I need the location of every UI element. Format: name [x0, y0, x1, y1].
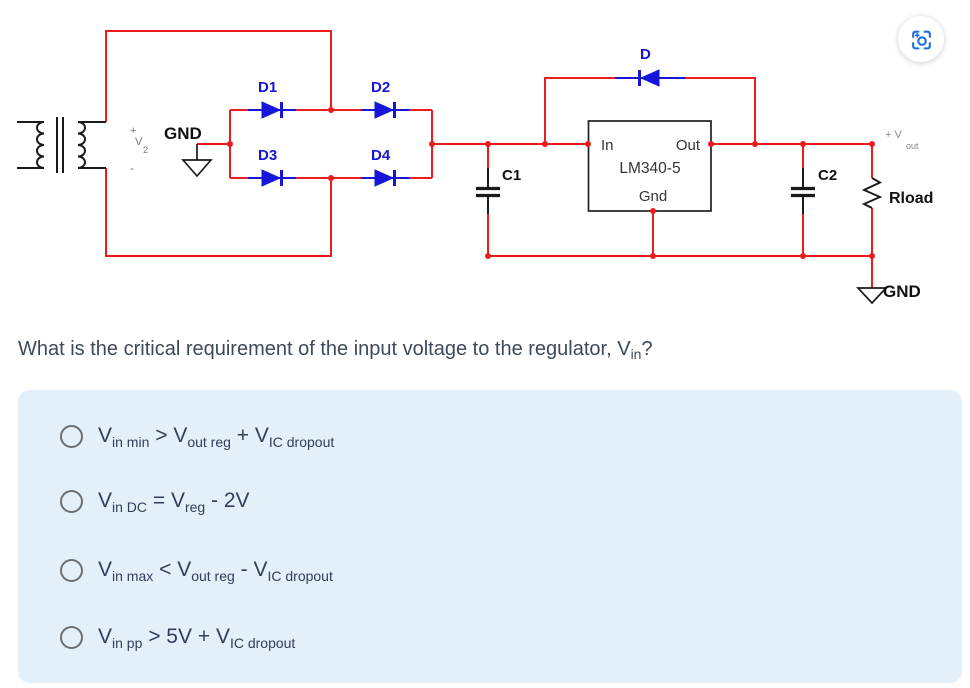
label-reg-out: Out [676, 137, 701, 154]
resistor-rload [861, 177, 883, 209]
ground-right-symbol [856, 287, 888, 305]
label-rload: Rload [889, 190, 933, 207]
label-gnd-right: GND [883, 282, 921, 301]
diode-d2 [361, 101, 409, 119]
label-reg-gnd: Gnd [639, 188, 667, 205]
radio-button[interactable] [60, 489, 83, 513]
transformer-primary-coil [36, 121, 45, 169]
label-d4: D4 [371, 147, 391, 164]
radio-button[interactable] [60, 625, 83, 649]
answer-option[interactable]: Vin DC = Vreg - 2V [60, 488, 250, 515]
question-text: What is the critical requirement of the … [18, 338, 653, 362]
diode-d1 [248, 101, 296, 119]
power-supply-schematic: D1 D2 D3 D4 D GND GND C1 C2 Rload In Out… [17, 30, 933, 305]
answer-options-panel: Vin min > Vout reg + VIC dropout Vin DC … [18, 390, 962, 683]
junction-dots [227, 107, 875, 259]
regulator-box [587, 120, 712, 212]
answer-option[interactable]: Vin min > Vout reg + VIC dropout [60, 423, 335, 450]
answer-option[interactable]: Vin pp > 5V + VIC dropout [60, 624, 296, 651]
radio-button[interactable] [60, 558, 83, 582]
label-d: D [640, 46, 651, 63]
screenshot-region-icon [911, 30, 931, 49]
label-d2: D2 [371, 79, 390, 96]
capacitor-c1 [476, 168, 500, 214]
radio-button[interactable] [60, 424, 83, 448]
bridge-rectifier [248, 101, 409, 187]
label-v2-plus: + [130, 125, 136, 137]
capacitor-c2 [791, 168, 815, 214]
label-d3: D3 [258, 147, 277, 164]
label-reg-in: In [601, 137, 614, 154]
ground-left-symbol [181, 159, 213, 178]
label-c1: C1 [502, 167, 521, 184]
label-vout-sub: out [906, 141, 919, 151]
label-c2: C2 [818, 167, 837, 184]
diode-d4 [361, 169, 409, 187]
option-formula: Vin DC = Vreg - 2V [98, 489, 250, 515]
label-v2-minus: - [130, 161, 134, 175]
option-formula: Vin max < Vout reg - VIC dropout [98, 558, 333, 584]
wire-bottom-loop [105, 168, 332, 257]
label-reg-part: LM340-5 [619, 160, 680, 177]
wires [105, 30, 873, 288]
label-vout: + V [885, 129, 902, 141]
label-gnd-left: GND [164, 124, 202, 143]
grounds [181, 144, 888, 305]
label-d1: D1 [258, 79, 277, 96]
screenshot-button[interactable] [898, 16, 944, 62]
answer-option[interactable]: Vin max < Vout reg - VIC dropout [60, 557, 333, 584]
option-formula: Vin min > Vout reg + VIC dropout [98, 424, 335, 450]
label-v2-sub: 2 [143, 145, 148, 155]
option-formula: Vin pp > 5V + VIC dropout [98, 625, 296, 651]
transformer-secondary-coil [77, 121, 86, 169]
diode-d3 [248, 169, 296, 187]
diode-d [615, 69, 685, 87]
wire-top-loop [105, 30, 332, 122]
transformer [17, 117, 106, 173]
label-v2-v: V [135, 136, 143, 148]
